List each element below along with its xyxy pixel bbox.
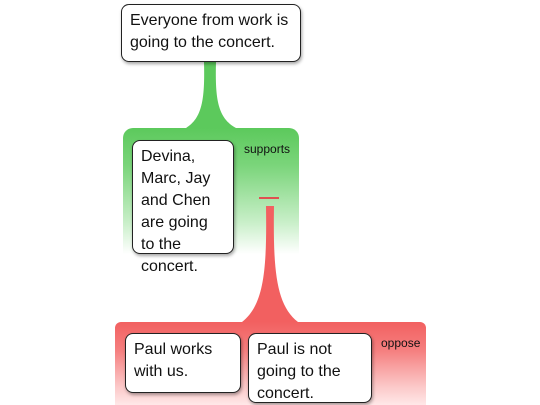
support-group-label: supports bbox=[244, 142, 291, 156]
support-premise-text: Devina, Marc, Jay and Chen are going to … bbox=[141, 148, 211, 275]
oppose-premise-text-1: Paul works with us. bbox=[134, 341, 213, 380]
oppose-premise-box-2[interactable]: Paul is not going to the concert. bbox=[248, 333, 372, 403]
support-premise-box[interactable]: Devina, Marc, Jay and Chen are going to … bbox=[132, 140, 234, 275]
support-connector bbox=[186, 62, 236, 128]
claim-text: Everyone from work is going to the conce… bbox=[130, 12, 289, 51]
objection-marker bbox=[259, 197, 279, 199]
oppose-group-label: oppose bbox=[381, 336, 421, 350]
oppose-premise-text-2: Paul is not going to the concert. bbox=[257, 341, 341, 402]
claim-box[interactable]: Everyone from work is going to the conce… bbox=[121, 4, 301, 62]
oppose-premise-box-1[interactable]: Paul works with us. bbox=[125, 333, 241, 393]
oppose-connector bbox=[242, 206, 298, 322]
